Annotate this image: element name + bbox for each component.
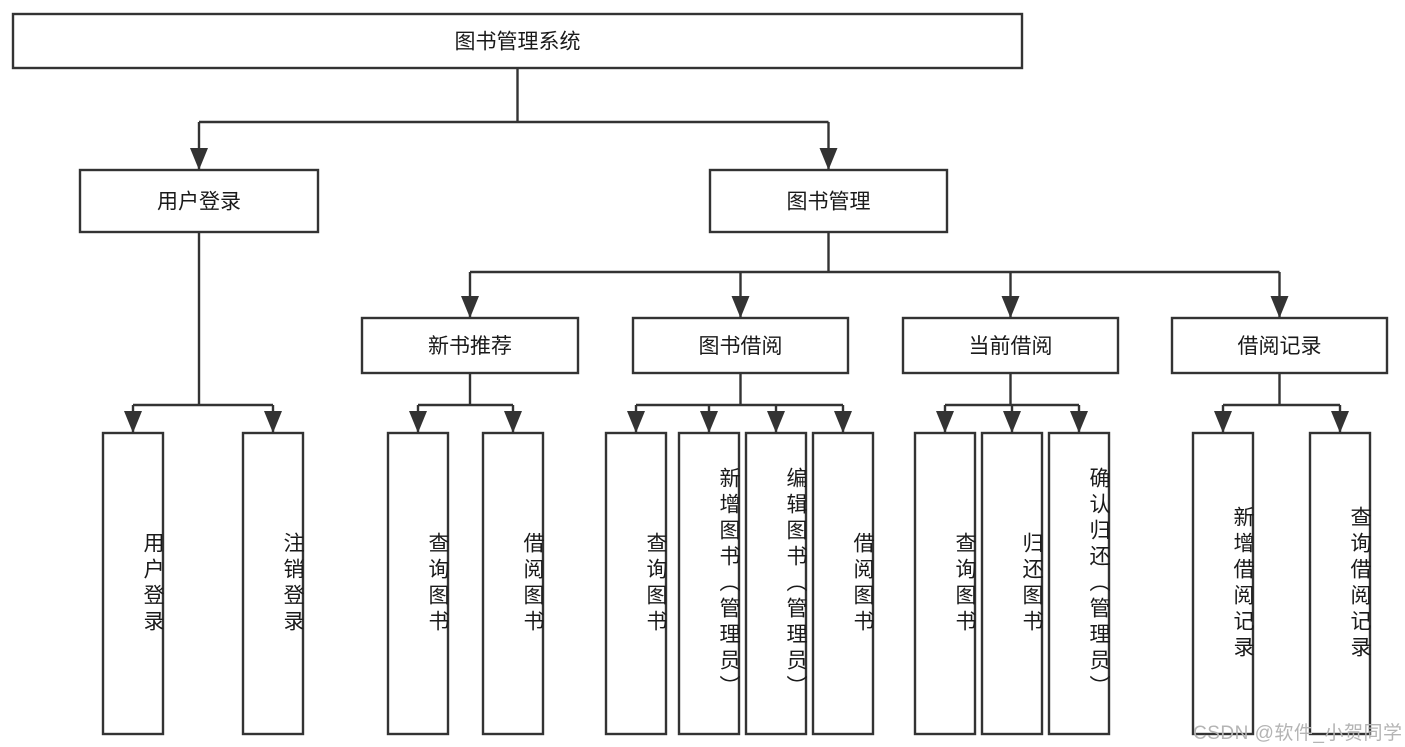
arrow-to-leaf-borrow-book-recommend xyxy=(504,411,522,433)
node-leaf-query-book-recommend[interactable] xyxy=(386,431,450,736)
arrow-to-leaf-add-book xyxy=(700,411,718,433)
node-book-manage[interactable] xyxy=(708,168,949,234)
node-leaf-query-book-current[interactable] xyxy=(913,431,977,736)
node-book-borrow-label: 图书借阅 xyxy=(699,335,783,358)
node-leaf-user-login[interactable] xyxy=(101,431,165,736)
connector-book-borrow-to-leaves xyxy=(634,373,845,433)
node-leaf-borrow-book[interactable] xyxy=(811,431,875,736)
node-root[interactable] xyxy=(11,12,1024,70)
node-leaf-confirm-return[interactable] xyxy=(1047,431,1111,736)
connector-new-book-recommend-to-leaves xyxy=(416,373,515,433)
connector-book-manage-to-level2 xyxy=(468,232,1281,318)
node-leaf-borrow-book-recommend[interactable] xyxy=(481,431,545,736)
arrow-to-leaf-add-borrow-record xyxy=(1214,411,1232,433)
node-leaf-query-book-borrow[interactable] xyxy=(604,431,668,736)
arrow-to-leaf-return-book xyxy=(1003,411,1021,433)
arrow-to-leaf-confirm-return xyxy=(1070,411,1088,433)
arrow-to-leaf-borrow-book xyxy=(834,411,852,433)
node-book-borrow[interactable] xyxy=(631,316,850,375)
node-new-book-recommend[interactable] xyxy=(360,316,580,375)
node-leaf-add-borrow-record[interactable] xyxy=(1191,431,1255,736)
node-leaf-return-book[interactable] xyxy=(980,431,1044,736)
arrow-to-leaf-logout xyxy=(264,411,282,433)
arrow-to-leaf-query-book-borrow xyxy=(627,411,645,433)
node-user-login[interactable] xyxy=(78,168,320,234)
node-book-manage-label: 图书管理 xyxy=(787,191,871,214)
arrow-to-leaf-query-book-current xyxy=(936,411,954,433)
connector-borrow-record-to-leaves xyxy=(1221,373,1342,433)
node-root-label: 图书管理系统 xyxy=(455,31,581,54)
arrow-to-leaf-edit-book xyxy=(767,411,785,433)
connectors-layer xyxy=(124,68,1349,433)
arrow-to-user-login xyxy=(190,148,208,170)
node-current-borrow[interactable] xyxy=(901,316,1120,375)
arrow-to-borrow-record xyxy=(1270,296,1289,318)
node-current-borrow-label: 当前借阅 xyxy=(969,335,1053,358)
arrow-to-book-manage xyxy=(819,148,838,170)
node-leaf-add-book[interactable] xyxy=(677,431,741,736)
arrow-to-leaf-query-borrow-record xyxy=(1331,411,1349,433)
csdn-watermark: CSDN @软件_小贺同学 xyxy=(1193,723,1403,744)
node-leaf-edit-book[interactable] xyxy=(744,431,808,736)
arrow-to-current-borrow xyxy=(1001,296,1020,318)
connector-root-to-level1 xyxy=(197,68,830,170)
node-borrow-record[interactable] xyxy=(1170,316,1389,375)
arrow-to-book-borrow xyxy=(731,296,750,318)
node-leaf-query-borrow-record[interactable] xyxy=(1308,431,1372,736)
node-new-book-recommend-label: 新书推荐 xyxy=(428,335,512,358)
arrow-to-leaf-query-book-recommend xyxy=(409,411,427,433)
node-borrow-record-label: 借阅记录 xyxy=(1238,335,1322,358)
node-user-login-label: 用户登录 xyxy=(157,191,241,214)
connector-user-login-to-leaves xyxy=(131,232,275,433)
node-leaf-logout[interactable] xyxy=(241,431,305,736)
arrow-to-leaf-user-login xyxy=(124,411,142,433)
boxes-layer xyxy=(11,12,1389,736)
arrow-to-new-book-recommend xyxy=(461,296,479,318)
